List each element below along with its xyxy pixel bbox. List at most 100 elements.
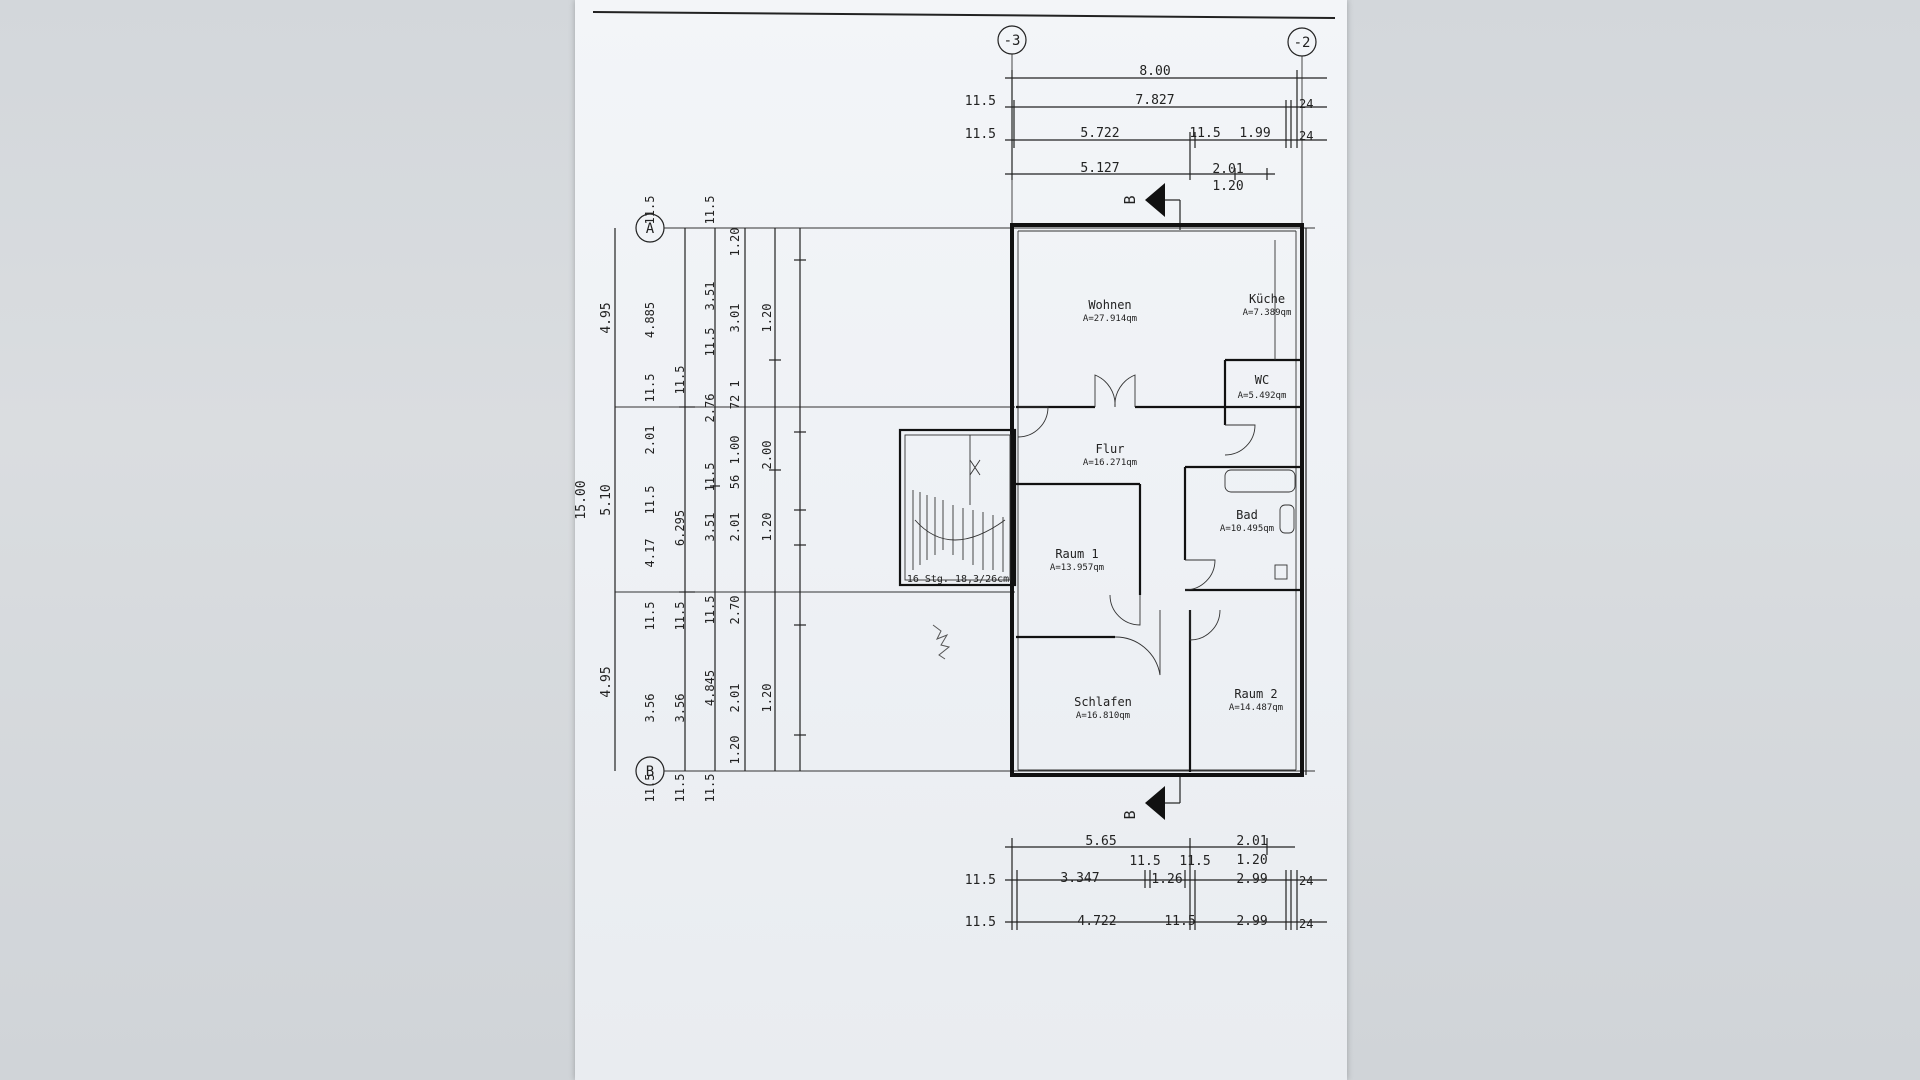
stairwell: [898, 428, 1017, 587]
left-dim-c4-c: 11.5: [703, 328, 717, 357]
left-dim-c4-f: 3.51: [703, 513, 717, 542]
left-dim-c5-c: 1: [728, 380, 742, 387]
top-dim-r3-a: 5.722: [1080, 126, 1119, 141]
left-dim-c5-h: 2.70: [728, 596, 742, 625]
bottom-dim-r4-a: 4.722: [1077, 914, 1116, 929]
room-flur: Flur A=16.271qm: [1083, 442, 1137, 468]
room-wohnen-name: Wohnen: [1088, 298, 1131, 312]
top-dim-r2-right: 24: [1299, 97, 1313, 111]
room-kueche-name: Küche: [1249, 292, 1285, 306]
left-dim-c5-j: 1.20: [728, 736, 742, 765]
left-dim-c6-a: 1.20: [760, 304, 774, 333]
room-wohnen: Wohnen A=27.914qm: [1083, 298, 1137, 324]
bathtub-fixture: [1224, 469, 1296, 580]
exterior-walls: [1010, 223, 1307, 777]
bottom-dim-r4-b: 11.5: [1164, 914, 1195, 929]
interior-walls: [1016, 240, 1300, 772]
left-dim-c3-b: 6.295: [673, 510, 687, 546]
left-dim-c2-i: 11.5: [643, 774, 657, 803]
bottom-dimension-chain: [1005, 838, 1327, 930]
top-dim-r3-right: 24: [1299, 129, 1313, 143]
bottom-dim-r3-left: 11.5: [965, 873, 996, 888]
left-dim-c6-d: 1.20: [760, 684, 774, 713]
left-dim-c3-e: 11.5: [673, 774, 687, 803]
left-dim-c2-e: 11.5: [643, 486, 657, 515]
top-dim-r4-a: 5.127: [1080, 161, 1119, 176]
top-dim-r4-b: 2.01: [1212, 162, 1243, 177]
blurred-background-left: [0, 0, 575, 1080]
sheet-top-border: [592, 11, 1336, 19]
left-dim-c2-b: 4.885: [643, 302, 657, 338]
top-dim-r3-b: 11.5: [1189, 126, 1220, 141]
room-bad: Bad A=10.495qm: [1220, 508, 1274, 534]
grid-axis-top-left: -3: [997, 25, 1027, 55]
room-raum2: Raum 2 A=14.487qm: [1229, 687, 1283, 713]
room-kueche: Küche A=7.389qm: [1243, 292, 1292, 318]
svg-text:B: B: [1121, 195, 1139, 204]
left-dim-c5-a: 1.20: [728, 228, 742, 257]
bottom-dim-r4-right: 24: [1299, 917, 1313, 931]
left-dim-c6-c: 1.20: [760, 513, 774, 542]
floor-plan-sheet: -3 -2 A B 8.00 11.5 7.827 24 11.5 5.722 …: [575, 0, 1347, 1080]
room-flur-area: A=16.271qm: [1083, 458, 1137, 468]
top-dim-r2-left: 11.5: [965, 94, 996, 109]
top-dim-r4-c: 1.20: [1212, 179, 1243, 194]
room-flur-name: Flur: [1096, 442, 1125, 456]
left-dimension-chain: [614, 228, 806, 771]
pencil-scribble: [932, 624, 951, 660]
left-dim-c4-b: 3.51: [703, 282, 717, 311]
left-dim-c2-g: 11.5: [643, 602, 657, 631]
left-dim-c2-a: 11.5: [643, 196, 657, 225]
room-wc-area: A=5.492qm: [1238, 391, 1287, 401]
room-raum1: Raum 1 A=13.957qm: [1050, 547, 1104, 573]
room-schlafen-area: A=16.810qm: [1076, 711, 1130, 721]
svg-text:-3: -3: [1004, 33, 1021, 49]
room-kueche-area: A=7.389qm: [1243, 308, 1292, 318]
left-dim-c5-f: 56: [728, 475, 742, 489]
room-wc: WC A=5.492qm: [1238, 373, 1287, 401]
left-dim-c6-b: 2.00: [760, 441, 774, 470]
left-dim-c1-c: 4.95: [599, 666, 614, 697]
bottom-dim-r3-c: 2.99: [1236, 872, 1267, 887]
bottom-dim-r1-b: 2.01: [1236, 834, 1267, 849]
left-dim-c3-d: 3.56: [673, 694, 687, 723]
room-raum2-name: Raum 2: [1234, 687, 1277, 701]
left-dim-c4-e: 11.5: [703, 463, 717, 492]
left-dim-c2-h: 3.56: [643, 694, 657, 723]
room-schlafen: Schlafen A=16.810qm: [1074, 695, 1132, 721]
stairs-label: 16 Stg. 18,3/26cm: [907, 574, 1009, 585]
grid-axis-top-right: -2: [1287, 27, 1317, 57]
left-dim-c4-g: 11.5: [703, 596, 717, 625]
left-dim-c3-a: 11.5: [673, 366, 687, 395]
top-dim-total: 8.00: [1139, 64, 1170, 79]
bottom-dim-r3-right: 24: [1299, 874, 1313, 888]
doors: [1017, 374, 1256, 676]
bottom-dim-r3-a: 3.347: [1060, 871, 1099, 886]
left-dim-c4-h: 4.845: [703, 670, 717, 706]
bottom-dim-r2-a: 11.5: [1129, 854, 1160, 869]
left-dim-total: 15.00: [575, 480, 589, 519]
room-raum2-area: A=14.487qm: [1229, 703, 1283, 713]
svg-text:-2: -2: [1294, 35, 1311, 51]
svg-text:A: A: [646, 221, 655, 237]
top-dim-r3-c: 1.99: [1239, 126, 1270, 141]
left-dim-c2-d: 2.01: [643, 426, 657, 455]
top-dim-r3-left: 11.5: [965, 127, 996, 142]
left-dim-c4-a: 11.5: [703, 196, 717, 225]
left-dim-c2-f: 4.17: [643, 539, 657, 568]
left-dim-c4-d: 2.76: [703, 394, 717, 423]
section-marker-top: B: [1121, 183, 1181, 230]
top-dim-r2-mid: 7.827: [1135, 93, 1174, 108]
bottom-dim-r3-b: 1.26: [1151, 872, 1182, 887]
blurred-background-right: [1347, 0, 1920, 1080]
room-bad-name: Bad: [1236, 508, 1258, 522]
floor-plan-drawing: -3 -2 A B 8.00 11.5 7.827 24 11.5 5.722 …: [575, 11, 1336, 931]
bottom-dim-r1-a: 5.65: [1085, 834, 1116, 849]
section-marker-bottom: B: [1121, 775, 1181, 820]
room-wohnen-area: A=27.914qm: [1083, 314, 1137, 324]
left-dim-c1-b: 5.10: [599, 484, 614, 515]
svg-text:B: B: [1121, 810, 1139, 819]
left-dim-c2-c: 11.5: [643, 374, 657, 403]
left-dim-c5-b: 3.01: [728, 304, 742, 333]
left-dim-c4-i: 11.5: [703, 774, 717, 803]
